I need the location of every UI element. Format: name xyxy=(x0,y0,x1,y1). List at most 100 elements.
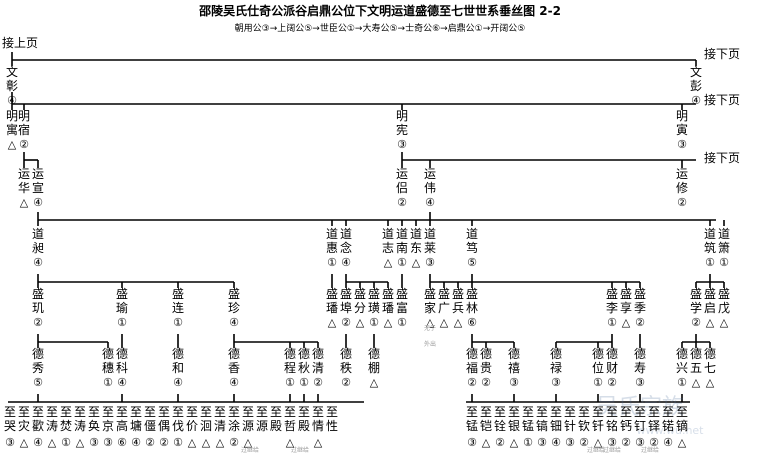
gen7-char: 至 xyxy=(466,405,478,419)
gen5-person-note: ⑥ xyxy=(467,316,477,329)
gen6-person-note: ① xyxy=(677,376,687,389)
gen2-person-char: 宿 xyxy=(18,122,30,137)
gen5-person-note: △ xyxy=(384,316,393,329)
gen5-person-char: 兵 xyxy=(452,301,464,315)
gen6-person-char: 秋 xyxy=(298,361,310,375)
gen3-person-char: 华 xyxy=(18,181,30,195)
gen5-person-note: ② xyxy=(635,316,645,329)
gen7-note: △ xyxy=(314,436,323,449)
gen5-person-char: 季 xyxy=(634,301,646,315)
gen7-note: △ xyxy=(48,436,57,449)
gen4-person-note: ① xyxy=(397,256,407,269)
gen7-char: 至 xyxy=(648,405,660,419)
gen7-char: 殿 xyxy=(270,419,282,433)
gen7-char: 至 xyxy=(536,405,548,419)
gen5-person-char: 盛 xyxy=(466,286,478,301)
gen4-person-char: 道 xyxy=(718,227,730,241)
gen7-char: 锰 xyxy=(466,418,478,433)
gen7-char: 镐 xyxy=(536,418,548,433)
gen3-person-char: 伟 xyxy=(424,181,436,195)
gen5-person-char: 玑 xyxy=(32,301,44,315)
gen4-person-char: 道 xyxy=(410,227,422,241)
gen7-char: 伐 xyxy=(172,419,184,433)
gen6-person-char: 德 xyxy=(508,346,520,361)
gen6-person-char: 德 xyxy=(284,346,296,361)
gen7-char: 至 xyxy=(312,405,324,419)
gen7-char: 僵 xyxy=(144,419,156,433)
gen5-person-char: 盛 xyxy=(228,286,240,301)
gen6-person-char: 德 xyxy=(704,346,716,361)
gen7-note: ④ xyxy=(131,436,141,449)
gen6-person-char: 德 xyxy=(480,346,492,361)
gen7-char: 至 xyxy=(144,405,156,419)
gen7-char: 至 xyxy=(74,405,86,419)
gen2-person-note: ③ xyxy=(677,138,687,151)
gen7-note: ① xyxy=(523,436,533,449)
gen2-person-char: 明 xyxy=(676,109,688,123)
gen7-note: ② xyxy=(229,436,239,449)
gen7-note: ③ xyxy=(607,436,617,449)
gen7-char: 哭 xyxy=(4,419,16,433)
gen7-char: 钎 xyxy=(592,418,604,433)
gen7-note: △ xyxy=(678,436,687,449)
gen4-person-note: ① xyxy=(705,256,715,269)
gen7-note: △ xyxy=(76,436,85,449)
gen3-person-char: 侣 xyxy=(396,180,408,195)
gen7-note: ④ xyxy=(33,436,43,449)
gen4-person-char: 惠 xyxy=(326,241,338,255)
diagram-subtitle: 朝用公③→上阔公⑤→世臣公①→大寿公⑤→士奇公⑥→启鼎公①→开阔公⑤ xyxy=(235,22,526,34)
gen7-char: 至 xyxy=(634,405,646,419)
gen5-person-char: 盛 xyxy=(116,286,128,301)
gen7-char: 钙 xyxy=(620,419,632,433)
gen7-note: ② xyxy=(495,436,505,449)
gen7-note: ③ xyxy=(635,436,645,449)
gen3-person-char: 运 xyxy=(18,167,30,181)
gen7-char: 情 xyxy=(312,419,324,433)
gen5-person-char: 盛 xyxy=(396,286,408,301)
gen7-char: 钦 xyxy=(578,419,590,433)
gen7-char: 奂 xyxy=(88,419,100,433)
gen5-person-note: ① xyxy=(117,316,127,329)
gen5-person-char: 盛 xyxy=(424,286,436,301)
gen6-person-char: 德 xyxy=(102,346,114,361)
gen4-person-char: 箫 xyxy=(718,240,730,255)
gen7-char: 至 xyxy=(172,405,184,419)
gen4-person-char: 道 xyxy=(396,227,408,241)
gen7-char: 至 xyxy=(270,405,282,419)
gen6-person-char: 德 xyxy=(606,346,618,361)
gen3-person-note: ④ xyxy=(33,196,43,209)
gen4-person-char: 道 xyxy=(466,227,478,241)
gen5-person-char: 家 xyxy=(424,300,436,315)
gen5-person-char: 戊 xyxy=(718,301,730,315)
gen2-person-char: 明 xyxy=(6,109,18,123)
gen6-person-note: ② xyxy=(467,376,477,389)
gen7-note: △ xyxy=(286,436,295,449)
gen5-person-note: △ xyxy=(706,316,715,329)
gen5-person-char: 富 xyxy=(396,300,408,315)
tree-lines xyxy=(8,52,725,403)
gen6-person-char: 德 xyxy=(550,346,562,361)
gen6-person-char: 德 xyxy=(634,346,646,361)
gen6-person-char: 德 xyxy=(340,346,352,361)
gen5-person-char: 盛 xyxy=(606,286,618,301)
gen7-char: 价 xyxy=(186,419,198,433)
gen7-char: 至 xyxy=(480,405,492,419)
gen5-person-char: 盛 xyxy=(368,286,380,301)
gen3-person-note: ② xyxy=(677,196,687,209)
gen5-person-note: ④ xyxy=(229,316,239,329)
gen3-person-note: ② xyxy=(397,196,407,209)
gen6-person-char: 七 xyxy=(704,361,716,375)
gen7-char: 至 xyxy=(32,405,44,419)
gen6-person-char: 秀 xyxy=(32,361,44,375)
gen6-person-char: 德 xyxy=(298,346,310,361)
gen1-person-note: ④ xyxy=(691,94,701,107)
gen6-person-char: 位 xyxy=(592,360,604,375)
gen7-char: 清 xyxy=(214,419,226,433)
gen5-person-note: △ xyxy=(426,316,435,329)
gen7-char: 至 xyxy=(606,405,618,419)
faint-note: 过继给 xyxy=(641,446,659,454)
gen6-person-char: 德 xyxy=(466,346,478,361)
gen6-person-note: ① xyxy=(299,376,309,389)
gen4-person-note: ① xyxy=(327,256,337,269)
gen5-person-char: 瑜 xyxy=(116,300,128,315)
